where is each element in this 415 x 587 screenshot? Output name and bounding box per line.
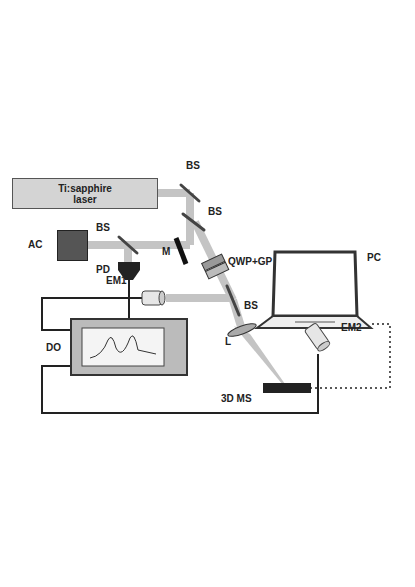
laser-box: Ti:sapphire laser: [12, 178, 158, 209]
beam-splitter: [181, 185, 199, 201]
node-label: 3D MS: [221, 393, 252, 404]
part-label: M: [162, 246, 170, 257]
electromagnet: EM1: [142, 290, 166, 306]
node-label: DO: [46, 342, 61, 353]
part-label: BS: [244, 300, 258, 311]
node-label: PC: [367, 252, 381, 263]
electromagnet: EM2: [303, 322, 333, 354]
beam-splitter: [119, 237, 137, 253]
part-label: BS: [208, 206, 222, 217]
laptop: PC: [255, 250, 372, 332]
part-label: BS: [186, 160, 200, 171]
part-label: QWP+GP: [228, 256, 272, 267]
oscilloscope: DO: [70, 318, 188, 376]
beam-splitter: [227, 286, 239, 315]
autocorrelator-box: AC: [57, 230, 88, 261]
beam-splitter: [183, 214, 204, 230]
part-label: L: [225, 336, 231, 347]
translation-stage: 3D MS: [263, 383, 311, 393]
node-label: Ti:sapphire laser: [49, 183, 121, 205]
lens: [227, 321, 258, 339]
node-label: EM2: [341, 322, 362, 333]
part-label: BS: [96, 222, 110, 233]
node-label: EM1: [106, 275, 127, 286]
waveplate: [202, 254, 229, 279]
node-label: PD: [96, 264, 110, 275]
node-label: AC: [28, 239, 42, 250]
mirror: [176, 238, 186, 264]
